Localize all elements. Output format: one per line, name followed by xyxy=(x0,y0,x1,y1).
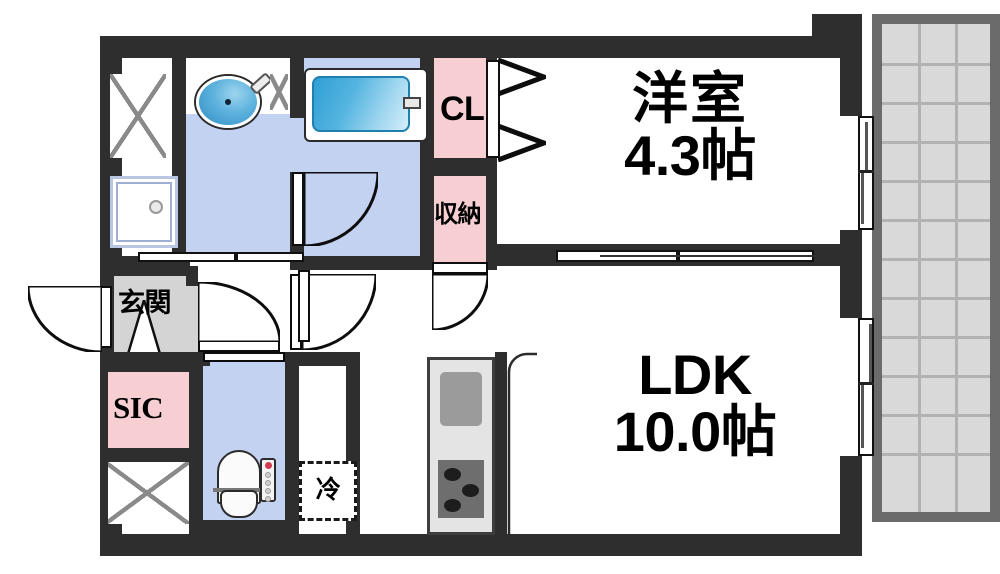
balcony-sliding-door-lower-leaf xyxy=(869,324,872,384)
powder-room-sliding-door-right[interactable] xyxy=(236,252,304,262)
balcony-sliding-door-upper-leaf xyxy=(865,122,868,172)
interior-wall-lavatory-bottom xyxy=(196,520,292,534)
balcony-grid-line xyxy=(882,414,990,417)
shuno-door-leaf[interactable] xyxy=(432,262,488,274)
entrance-door-swing-arc xyxy=(28,286,102,352)
bathtub-basin xyxy=(312,76,410,132)
interior-wall-bath-left xyxy=(290,58,304,118)
cl-label: CL xyxy=(440,90,485,128)
cl-text: CL xyxy=(440,90,485,128)
exterior-wall-top xyxy=(100,36,862,58)
washitsu-label: 洋室 4.3帖 xyxy=(590,70,790,184)
corridor-door-leaf[interactable] xyxy=(298,270,310,342)
kitchen-partition xyxy=(507,352,537,535)
lavatory-door-leaf[interactable] xyxy=(203,352,285,362)
balcony-sliding-door-upper-leaf2 xyxy=(861,172,864,224)
stove-burner xyxy=(444,468,461,481)
kitchen-sink xyxy=(440,372,482,426)
bathtub-faucet xyxy=(403,97,421,109)
stove-burner xyxy=(444,499,461,512)
genkan-label: 玄関 xyxy=(118,288,172,318)
washing-machine-space xyxy=(110,74,166,158)
interior-wall-sic-bottom xyxy=(100,448,203,462)
exterior-wall-bottom xyxy=(100,534,862,556)
sic-text: SIC xyxy=(113,390,164,425)
shuno-label: 収納 xyxy=(434,201,482,228)
exterior-wall-right-seg1 xyxy=(840,36,862,116)
balcony-grid-line xyxy=(882,258,990,261)
powder-room-sliding-door-left[interactable] xyxy=(138,252,236,262)
wash-basin-drain xyxy=(225,99,231,105)
sic-shelf-box xyxy=(105,462,189,524)
toilet-flush-button[interactable] xyxy=(265,462,272,469)
balcony-grid-line xyxy=(918,24,921,512)
balcony-sliding-door-lower-leaf2 xyxy=(861,384,864,448)
storage-shuno-floor xyxy=(434,176,486,262)
balcony-grid-line xyxy=(882,336,990,339)
genkan-text: 玄関 xyxy=(118,288,172,318)
washitsu-name: 洋室 xyxy=(632,67,748,130)
toilet-panel-dot xyxy=(265,488,271,494)
balcony-grid-line xyxy=(882,375,990,378)
vent-x-box xyxy=(270,74,288,110)
closet-cl-floor xyxy=(434,58,486,158)
toilet-tank xyxy=(220,490,258,518)
cl-folding-door-leaf[interactable] xyxy=(486,60,500,158)
bathroom-door-leaf[interactable] xyxy=(292,172,304,246)
cl-folding-door-chevron-lower xyxy=(498,124,546,162)
genkan-step-triangle xyxy=(126,300,162,354)
toilet-panel-dot xyxy=(265,472,271,478)
powder-room-door-swing-arc xyxy=(302,274,376,350)
toilet-panel-dot xyxy=(265,496,271,502)
bathroom-door-swing-arc xyxy=(304,172,378,246)
washing-machine-pan-inner xyxy=(116,182,172,242)
kitchen-side-wall xyxy=(495,352,507,535)
cl-folding-door-chevron-upper xyxy=(498,58,546,96)
balcony-grid-line xyxy=(882,63,990,66)
interior-wall-sic-above xyxy=(100,362,203,372)
balcony-grid-line xyxy=(882,102,990,105)
ldk-label: LDK 10.0帖 xyxy=(590,346,800,460)
balcony-sliding-door-lower-mid xyxy=(858,382,874,385)
shuno-door-swing-arc xyxy=(432,274,488,330)
interior-wall-sic-right xyxy=(189,352,203,534)
balcony-sliding-door-upper-mid xyxy=(858,170,874,173)
interior-wall-genkan-top xyxy=(100,266,198,276)
washitsu-size: 4.3帖 xyxy=(624,124,756,188)
interior-wall-closet-right xyxy=(486,58,497,262)
interior-wall-lavatory-right xyxy=(285,352,299,534)
balcony-grid-line xyxy=(882,180,990,183)
room-washitsu-floor xyxy=(497,58,840,244)
sic-label: SIC xyxy=(113,390,164,425)
interior-wall-sic-left xyxy=(100,352,108,534)
powder-room-floor xyxy=(186,110,304,256)
interior-wall-corridor-bottom-mid xyxy=(285,352,360,366)
shuno-text: 収納 xyxy=(434,201,482,228)
interior-wall-bath-bottom xyxy=(290,256,434,270)
balcony-grid-line xyxy=(882,141,990,144)
ldk-size: 10.0帖 xyxy=(613,400,777,464)
balcony-grid-line xyxy=(882,297,990,300)
refrigerator-label: 冷 xyxy=(315,476,341,505)
hall-door-swing-arc-1 xyxy=(198,282,280,342)
balcony-grid-line xyxy=(882,453,990,456)
washing-machine-drain xyxy=(149,200,163,214)
interior-wall-between-closets xyxy=(434,158,486,176)
sic-floor xyxy=(105,372,189,448)
balcony-floor xyxy=(882,24,990,512)
balcony-grid-line xyxy=(955,24,958,512)
washitsu-ldk-sliding-door-rail xyxy=(600,255,814,257)
ldk-name: LDK xyxy=(638,343,752,406)
stove-burner xyxy=(462,484,479,497)
balcony-grid-line xyxy=(882,219,990,222)
toilet-panel-dot xyxy=(265,480,271,486)
refrigerator-space: 冷 xyxy=(299,461,357,521)
